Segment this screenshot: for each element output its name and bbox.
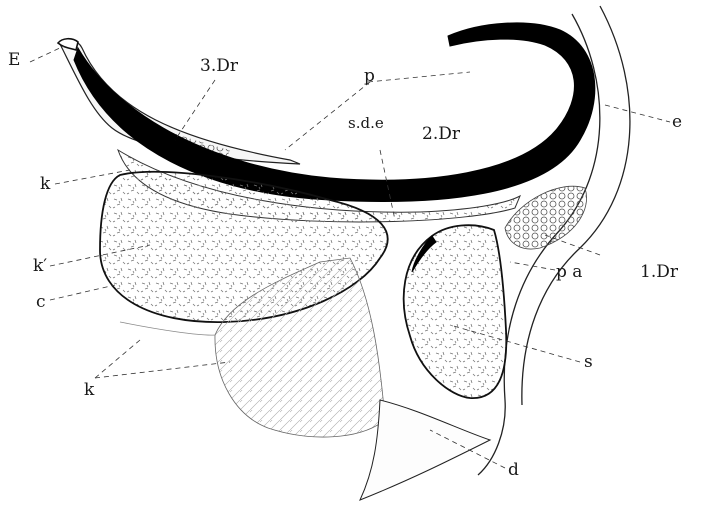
label-k-top: k [40,176,50,193]
label-k-bottom: k [84,382,94,399]
label-3-dr: 3.Dr [200,58,238,75]
label-d: d [508,462,519,479]
label-pa: p a [556,264,582,281]
label-p: p [364,68,375,85]
label-c: c [36,294,46,311]
label-2-dr: 2.Dr [422,126,460,143]
label-1-dr: 1.Dr [640,264,678,281]
label-sde: s.d.e [348,116,384,131]
wedge-d [360,400,490,500]
label-e: e [672,114,682,131]
label-s: s [584,354,593,371]
label-k-prime: k′ [33,258,47,275]
lower-mass-outline [120,322,215,335]
gland-cluster-1dr [505,186,587,249]
label-E: E [8,52,20,69]
tube-tip [58,39,78,50]
sac-s [404,225,507,398]
